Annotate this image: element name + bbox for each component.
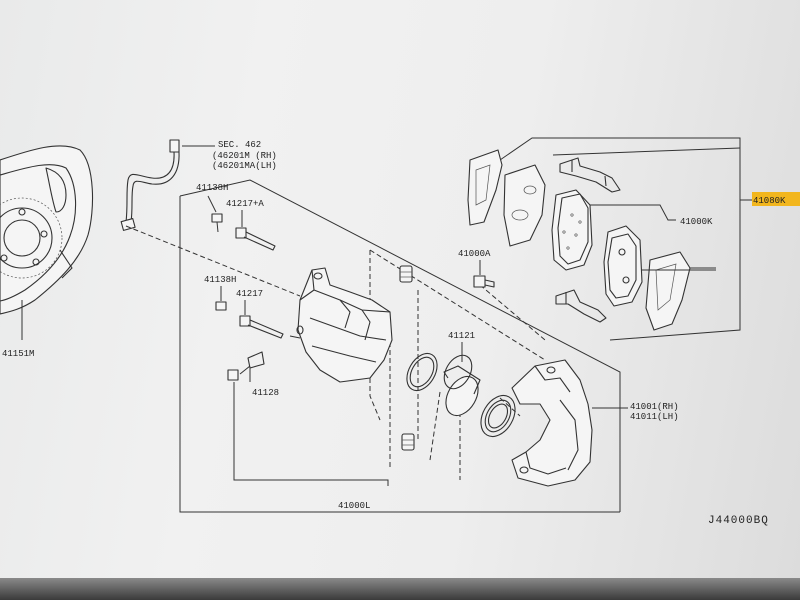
caliper-body — [296, 267, 393, 383]
piston-seal — [406, 352, 438, 392]
sec-label: SEC. 462 — [218, 140, 261, 150]
highlight-marker — [752, 192, 800, 206]
caliper-lh-label: 41011(LH) — [630, 412, 679, 422]
plate-label: 41151M — [2, 349, 34, 359]
hose-rh-label: (46201M (RH) — [212, 151, 277, 161]
bolt-a — [473, 260, 495, 288]
bolt-a-label: 41000A — [458, 249, 491, 259]
assembly-label: 41000L — [338, 501, 370, 511]
brake-pad-rear — [603, 225, 643, 307]
brake-hose — [120, 139, 215, 231]
pad-kit-label: 41000K — [680, 217, 713, 227]
pad-kit-lines — [590, 204, 716, 271]
pin-a-label: 41217+A — [226, 199, 264, 209]
guide-pin-boot-top — [399, 265, 413, 283]
pin-label: 41217 — [236, 289, 263, 299]
bolt-top-label: 41138H — [196, 183, 228, 193]
piston-label: 41121 — [448, 331, 475, 341]
pad-spring-bottom — [555, 289, 607, 323]
pad-shim-rear — [645, 251, 691, 331]
bleeder-label: 41128 — [252, 388, 279, 398]
dust-boot — [480, 394, 516, 438]
pin — [239, 300, 301, 339]
hose-lh-label: (46201MA(LH) — [212, 161, 277, 171]
guide-pin-boot-bottom — [401, 433, 415, 451]
pin-a — [235, 210, 276, 251]
bolt-mid — [215, 286, 227, 311]
caliper-rh-label: 41001(RH) — [630, 402, 679, 412]
pad-shim-outer — [467, 149, 503, 226]
bolt-mid-label: 41138H — [204, 275, 236, 285]
pad-spring-top — [559, 157, 621, 193]
piston — [443, 342, 481, 417]
backing-plate — [0, 145, 94, 340]
diagram-code: J44000BQ — [708, 515, 769, 527]
caliper-bracket — [511, 359, 628, 487]
pad-shim-inner — [503, 164, 546, 247]
brake-pad-front — [551, 189, 593, 271]
brake-caliper-diagram: 41151M SEC. 462 (46201M (RH) (46201MA(LH… — [0, 139, 800, 527]
pad-kit-highlighted-label: 41080K — [753, 196, 786, 206]
bleeder — [227, 351, 389, 486]
monitor-bezel — [0, 578, 800, 600]
bolt-top — [207, 195, 223, 233]
assembly-box — [179, 179, 621, 513]
